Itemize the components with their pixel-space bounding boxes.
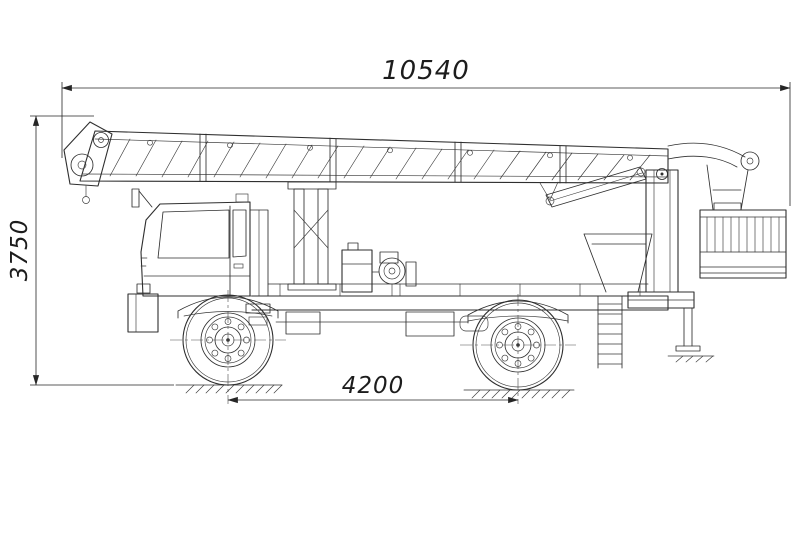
cab-step-lower bbox=[248, 316, 268, 326]
battery-box bbox=[405, 311, 455, 337]
hose-coil bbox=[378, 257, 406, 285]
hydraulic-unit bbox=[341, 242, 417, 297]
dimension-overall-length: 10540 bbox=[61, 56, 791, 206]
cab-back-panel bbox=[249, 209, 269, 297]
dimension-wheelbase: 4200 bbox=[227, 373, 519, 404]
lift-cylinder bbox=[539, 166, 647, 208]
overall-length-value: 10540 bbox=[382, 56, 470, 86]
headlight bbox=[136, 283, 151, 294]
overall-height-value: 3750 bbox=[7, 219, 33, 282]
wheel-centerlines bbox=[170, 290, 576, 404]
rear-support-jack bbox=[667, 307, 715, 363]
wheelbase-value: 4200 bbox=[342, 373, 405, 399]
dimension-overall-height: 3750 bbox=[7, 115, 174, 386]
toolbox bbox=[285, 311, 321, 335]
boom-head-sheaves bbox=[63, 121, 113, 204]
air-tank bbox=[459, 315, 489, 332]
chassis-frame bbox=[177, 283, 669, 337]
telescopic-boom bbox=[63, 121, 669, 204]
work-basket bbox=[699, 209, 787, 279]
cab-step bbox=[245, 303, 271, 314]
roof-marker bbox=[235, 193, 249, 203]
valve-block bbox=[405, 261, 417, 287]
ground-line bbox=[175, 384, 575, 399]
boom-rest-column bbox=[287, 181, 337, 291]
front-bumper bbox=[127, 293, 159, 333]
truck-cab bbox=[127, 188, 271, 333]
access-ladder bbox=[597, 295, 623, 369]
turret-pedestal bbox=[539, 166, 715, 369]
side-mirror bbox=[131, 188, 153, 208]
jib-linkage bbox=[667, 142, 760, 211]
pump bbox=[379, 251, 399, 264]
